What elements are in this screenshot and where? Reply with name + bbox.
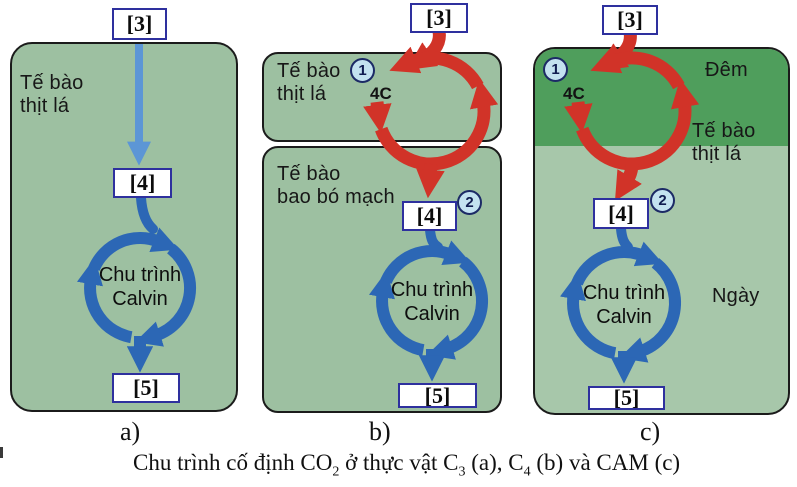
mesophyll-cell-label-c-line1: Tế bào <box>692 120 756 142</box>
product-label-a: [5] <box>112 373 180 403</box>
caption-sub-2: 2 <box>332 464 340 480</box>
calvin-cycle-arrow-c <box>559 224 682 384</box>
bundle-sheath-label-b-line2: bao bó mạch <box>277 186 395 208</box>
mesophyll-cell-label-a: Tế bào thịt lá <box>20 72 83 118</box>
panel-letter-a: a) <box>120 417 141 446</box>
mesophyll-cell-label-b-line2: thịt lá <box>277 83 327 105</box>
caption-part1: Chu trình cố định CO <box>133 450 333 475</box>
mesophyll-cell-label-a-line1: Tế bào <box>20 72 84 94</box>
acid-label-a: [4] <box>113 168 172 198</box>
calvin-cycle-label-c-line1: Chu trình <box>582 282 666 304</box>
step-2-badge-b: 2 <box>457 190 482 215</box>
mesophyll-cell-label-b: Tế bào thịt lá <box>277 60 340 106</box>
mesophyll-cell-label-c-line2: thịt lá <box>692 143 742 165</box>
panel-a-mesophyll-cell <box>10 42 238 412</box>
calvin-cycle-label-b: Chu trình Calvin <box>379 278 485 326</box>
calvin-cycle-label-c-line2: Calvin <box>596 306 652 328</box>
calvin-cycle-label-b-line1: Chu trình <box>390 279 474 301</box>
step-1-badge-c: 1 <box>543 57 568 82</box>
calvin-cycle-label-a-line1: Chu trình <box>98 264 182 286</box>
co2-label-c: [3] <box>602 5 658 35</box>
step-2-badge-c: 2 <box>650 188 675 213</box>
caption-sub-3: 3 <box>458 464 466 480</box>
c4-compound-label-c: 4C <box>563 84 585 103</box>
calvin-cycle-arrow-a <box>76 193 197 373</box>
caption-part2: ở thực vật C <box>339 450 459 475</box>
co2-label-b: [3] <box>410 3 468 33</box>
calvin-cycle-label-b-line2: Calvin <box>404 303 460 325</box>
cam-night-cycle-arrow-c <box>564 30 700 202</box>
caption-part4: (b) và CAM (c) <box>530 450 681 475</box>
calvin-cycle-label-a-line2: Calvin <box>112 288 168 310</box>
caption-part3: (a), C <box>465 450 524 475</box>
bundle-sheath-label-b-line1: Tế bào <box>277 163 341 185</box>
day-label-c: Ngày <box>712 285 760 307</box>
c4-compound-label-b: 4C <box>370 84 392 103</box>
product-label-c: [5] <box>588 386 665 410</box>
bundle-sheath-label-b: Tế bào bao bó mạch <box>277 163 395 209</box>
calvin-cycle-arrow-b <box>368 225 489 382</box>
scan-artifact-mark <box>0 447 3 458</box>
caption-sub-4: 4 <box>523 464 531 480</box>
co2-label-a: [3] <box>112 8 167 40</box>
figure-caption: Chu trình cố định CO2 ở thực vật C3 (a),… <box>133 450 681 479</box>
mesophyll-cell-label-c: Tế bào thịt lá <box>692 120 755 166</box>
panel-letter-b: b) <box>369 417 391 446</box>
panel-letter-c: c) <box>640 417 661 446</box>
c4-cycle-arrow-b <box>363 29 499 199</box>
acid-label-c: [4] <box>593 198 649 229</box>
mesophyll-cell-label-b-line1: Tế bào <box>277 60 341 82</box>
night-label-c: Đêm <box>705 59 748 81</box>
calvin-cycle-label-a: Chu trình Calvin <box>87 263 193 311</box>
step-1-badge-b: 1 <box>350 58 375 83</box>
calvin-cycle-label-c: Chu trình Calvin <box>571 281 677 329</box>
product-label-b: [5] <box>398 383 477 408</box>
acid-label-b: [4] <box>402 201 457 231</box>
mesophyll-cell-label-a-line2: thịt lá <box>20 95 70 117</box>
